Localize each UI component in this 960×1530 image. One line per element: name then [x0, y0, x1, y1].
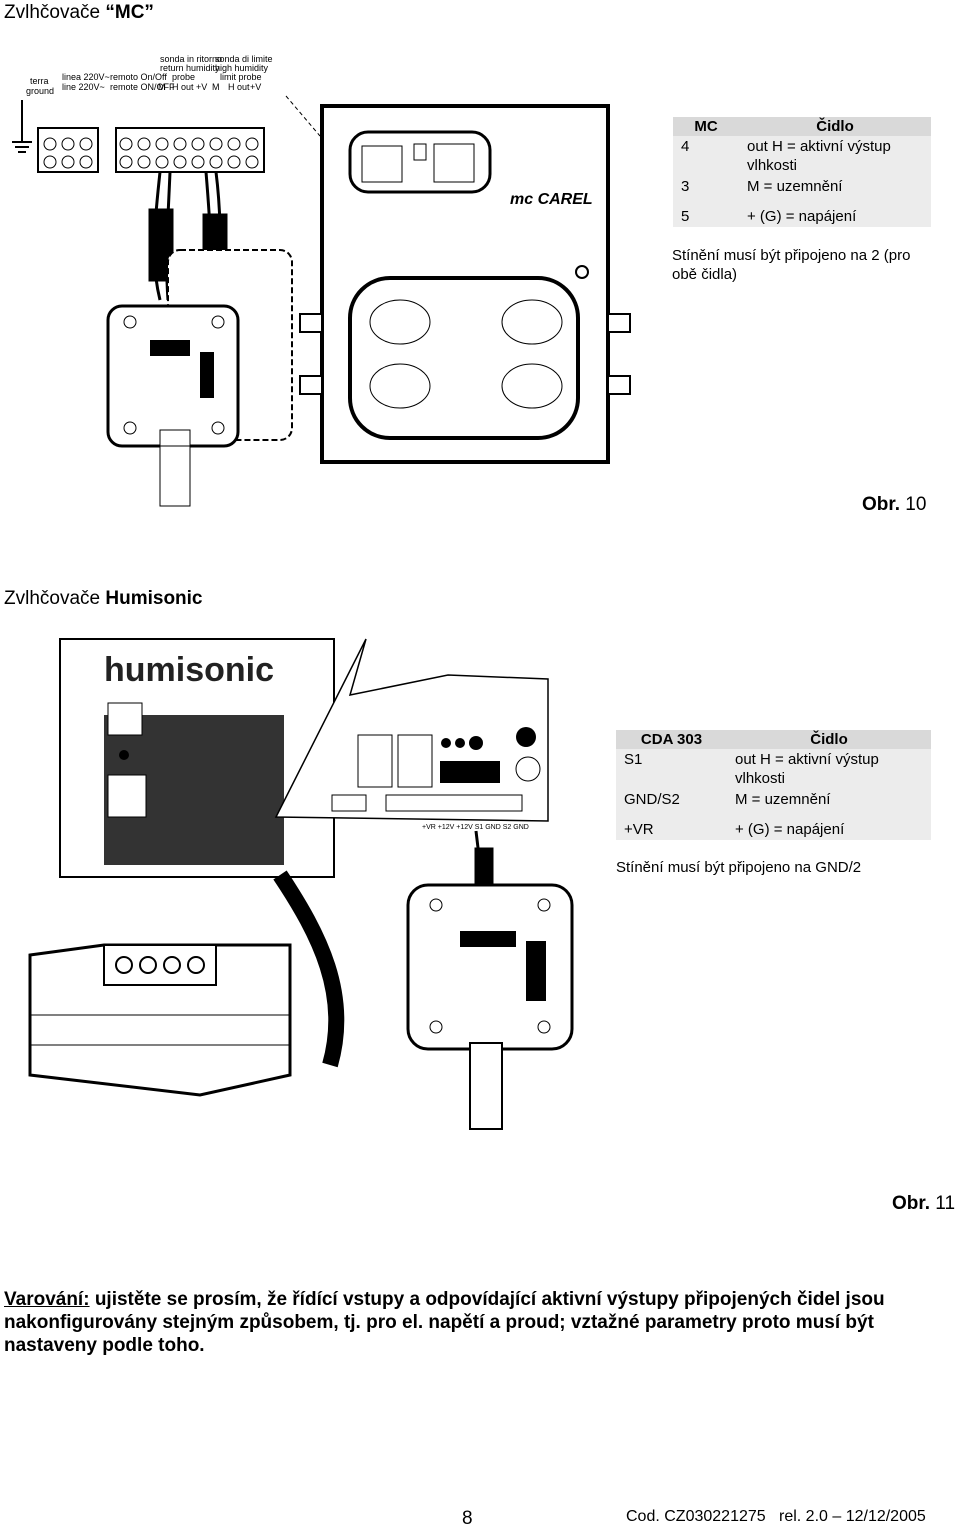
mc-logo: mc CAREL	[510, 191, 593, 208]
humisonic-panel: humisonic	[59, 638, 335, 878]
humidity-probe	[406, 883, 574, 1130]
table-row: S1 out H = aktivní výstup vlhkosti	[616, 749, 931, 789]
table-row: +VR + (G) = napájení	[616, 810, 931, 840]
table-row: 3 M = uzemnění	[673, 176, 931, 197]
table-header: MC	[673, 117, 739, 136]
svg-text:limit probe: limit probe	[220, 72, 262, 82]
terminal-block-right	[115, 127, 265, 173]
figure-caption-11: Obr. 11	[892, 1193, 956, 1214]
table-row: 4 out H = aktivní výstup vlhkosti	[673, 136, 931, 176]
section1-title: Zvlhčovače “MC”	[4, 2, 154, 23]
board-terminal-labels: +VR +12V +12V S1 GND S2 GND	[422, 824, 529, 831]
humisonic-unit	[28, 943, 292, 1097]
humisonic-wiring-diagram: humisonic +VR +12V +12V S1 GND S2 GND	[28, 638, 574, 1130]
humisonic-brand: humisonic	[104, 651, 274, 689]
mc-wiring-table: MC Čidlo 4 out H = aktivní výstup vlhkos…	[673, 117, 931, 227]
table-row: GND/S2 M = uzemnění	[616, 789, 931, 810]
warning-paragraph: Varování: ujistěte se prosím, že řídící …	[4, 1289, 885, 1356]
svg-text:remote ON/OFF: remote ON/OFF	[110, 82, 175, 92]
svg-text:H out: H out	[228, 82, 250, 92]
humisonic-shield-note: Stínění musí být připojeno na GND/2	[616, 859, 862, 876]
mc-humidifier-unit: mc CAREL	[299, 104, 631, 464]
svg-text:sonda in ritorno: sonda in ritorno	[160, 54, 222, 64]
svg-text:probe: probe	[172, 72, 195, 82]
section2-title: Zvlhčovače Humisonic	[4, 588, 203, 609]
document-code: Cod. CZ030221275 rel. 2.0 – 12/12/2005	[626, 1508, 926, 1525]
svg-text:line 220V~: line 220V~	[62, 82, 105, 92]
terminal-block-left	[37, 127, 99, 173]
svg-text:+V: +V	[250, 82, 261, 92]
terra-label: terra	[30, 76, 49, 86]
warning-label: Varování:	[4, 1289, 90, 1310]
svg-text:M: M	[212, 82, 220, 92]
switch-icon	[107, 702, 143, 736]
svg-text:ground: ground	[26, 86, 54, 96]
table-row: 5 + (G) = napájení	[673, 197, 931, 227]
svg-text:M: M	[158, 82, 166, 92]
svg-text:sonda di limite: sonda di limite	[215, 54, 273, 64]
svg-text:remoto On/Off: remoto On/Off	[110, 72, 167, 82]
mc-shield-note: Stínění musí být připojeno na 2 (pro obě…	[672, 247, 911, 283]
controller-board: +VR +12V +12V S1 GND S2 GND	[274, 638, 549, 831]
probe-housing-front	[106, 304, 240, 507]
table-header: CDA 303	[616, 730, 727, 749]
svg-text:return humidity: return humidity	[160, 63, 220, 73]
figure-caption-10: Obr. 10	[862, 494, 927, 515]
ground-icon	[12, 100, 32, 153]
table-header: Čidlo	[727, 730, 931, 749]
svg-text:linea 220V~: linea 220V~	[62, 72, 110, 82]
svg-text:high humidity: high humidity	[215, 63, 269, 73]
mc-wiring-diagram: terra ground linea 220V~ line 220V~ remo…	[12, 54, 631, 507]
page-number: 8	[462, 1508, 473, 1529]
table-header: Čidlo	[739, 117, 931, 136]
svg-text:+V: +V	[196, 82, 207, 92]
humisonic-wiring-table: CDA 303 Čidlo S1 out H = aktivní výstup …	[616, 730, 931, 840]
svg-text:H out: H out	[172, 82, 194, 92]
